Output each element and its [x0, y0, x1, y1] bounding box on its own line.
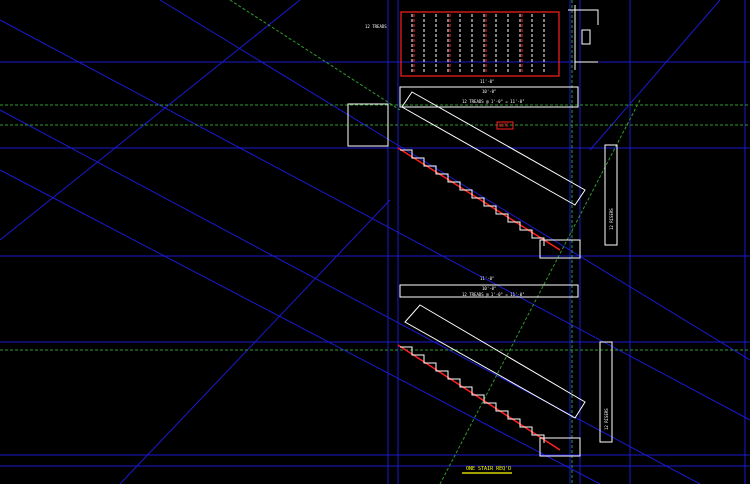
drawing-title: ONE STAIR REQ'D [466, 466, 511, 472]
flight-1: 11'-0" 10'-0" 12 TREADS @ 1'-0" = 11'-0"… [347, 79, 618, 259]
flight-1-rise-note: 12 RISERS [609, 208, 614, 230]
flight-2: 11'-0" 10'-0" 12 TREADS @ 1'-0" = 11'-0"… [397, 276, 613, 457]
flight-2-rise-note: 12 RISERS [604, 408, 609, 430]
flight-1-tag: NOTE [499, 123, 509, 128]
flight-2-dimension-outer: 11'-0" [480, 276, 494, 281]
flight-2-tread-note: 12 TREADS @ 1'-0" = 11'-0" [462, 292, 525, 297]
top-plan-view: 12 TREADS [365, 5, 599, 77]
flight-2-dimension-inner: 10'-0" [482, 286, 496, 291]
flight-1-dimension-inner: 10'-0" [482, 89, 496, 94]
top-plan-note: 12 TREADS [365, 24, 387, 29]
flight-1-dimension-outer: 11'-0" [480, 79, 494, 84]
flight-1-tread-note: 12 TREADS @ 1'-0" = 11'-0" [462, 99, 525, 104]
